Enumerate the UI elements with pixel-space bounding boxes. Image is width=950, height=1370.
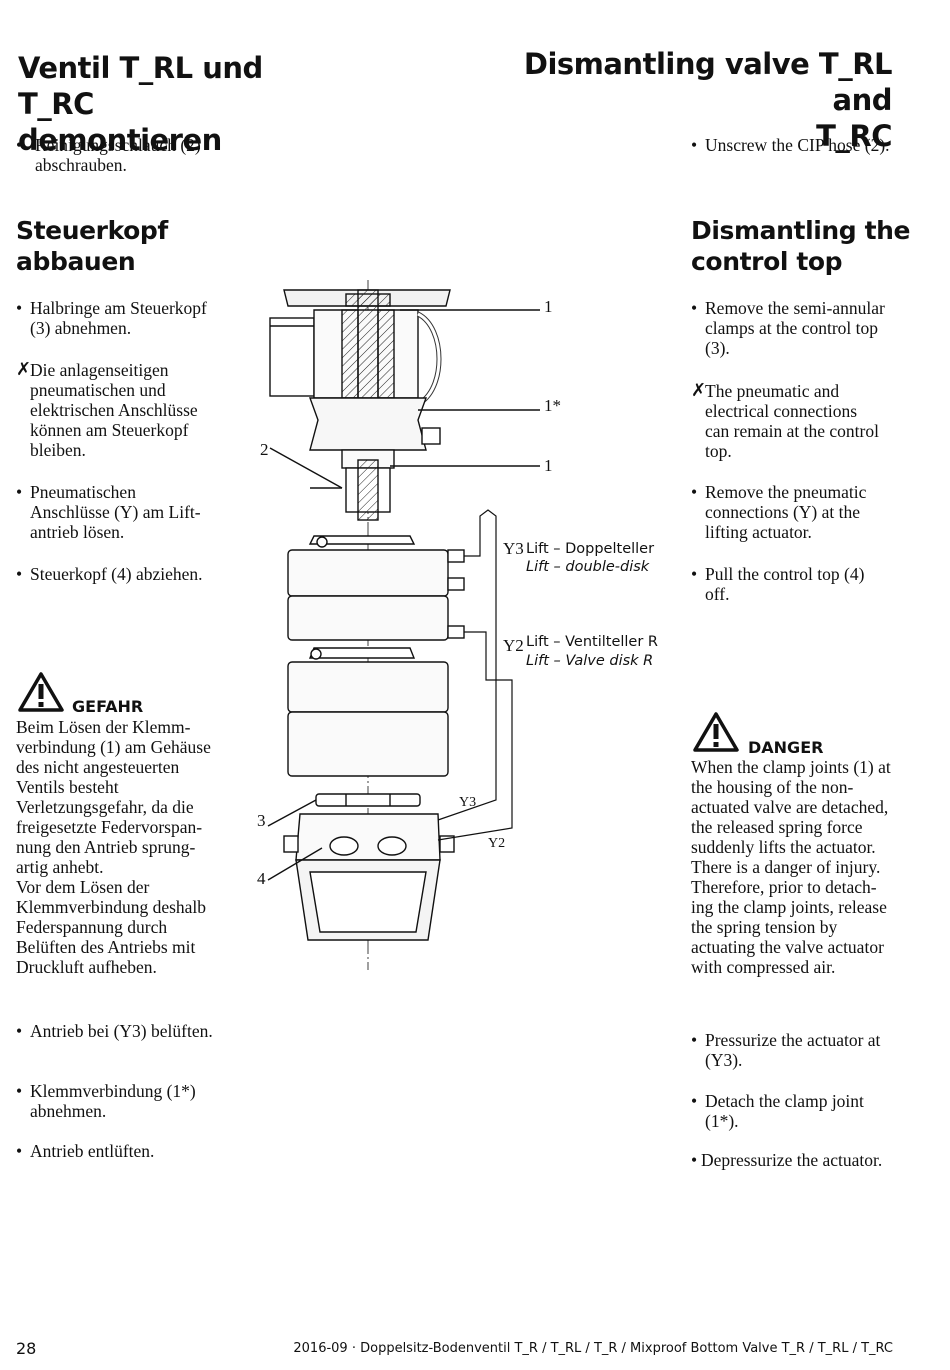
english-after-text: Depressurize the actuator.	[701, 1150, 883, 1170]
label-y3-small: Y3	[459, 795, 477, 810]
english-step-cip-hose: • Unscrew the CIP hose (2).	[691, 135, 891, 155]
english-note-connections: ✗ The pneumatic and electrical connectio…	[691, 380, 881, 462]
german-after-text: Antrieb entlüften.	[30, 1141, 155, 1161]
english-section-line2: control top	[691, 247, 843, 276]
caption-y3-english: Lift – double-disk	[526, 559, 649, 575]
caption-y2-german: Lift – Ventilteller R	[526, 634, 658, 650]
english-section-line1: Dismantling the	[691, 216, 911, 245]
english-danger-text: When the clamp joints (1) at the housing…	[691, 757, 891, 977]
english-item-pneumatic: • Remove the pneumatic connections (Y) a…	[691, 482, 891, 542]
english-after-text: Pressurize the actuator at (Y3).	[705, 1030, 881, 1070]
warning-triangle-icon	[693, 712, 739, 752]
bullet: •	[691, 564, 698, 584]
german-section-line2: abbauen	[16, 247, 136, 276]
bullet: •	[16, 564, 23, 584]
german-item-text: Halbringe am Steuer­kopf (3) abnehmen.	[30, 298, 207, 338]
label-y2: Y2	[503, 636, 524, 655]
english-item-text: Remove the pneumatic connections (Y) at …	[705, 482, 867, 542]
english-item-clamps: • Remove the semi-annu­lar clamps at the…	[691, 298, 891, 358]
bullet: •	[16, 482, 23, 502]
label-4: 4	[257, 869, 266, 888]
caption-y3-english-text: Lift – double-disk	[526, 559, 650, 575]
label-1-top: 1	[544, 297, 553, 316]
german-item-pneumatic: • Pneumatischen Anschlüsse (Y) am Lift­a…	[16, 482, 216, 542]
bullet: •	[16, 298, 23, 318]
caption-y3-german: Lift – Doppelteller	[526, 541, 655, 557]
german-item-half-rings: • Halbringe am Steuer­kopf (3) abnehmen.	[16, 298, 214, 338]
label-2: 2	[260, 440, 269, 459]
english-step-text: Unscrew the CIP hose (2).	[705, 135, 890, 155]
bullet: •	[16, 1021, 23, 1041]
german-after-text: Klemmverbindung (1*) abnehmen.	[30, 1081, 196, 1121]
bullet: •	[691, 1030, 698, 1050]
bullet: •	[16, 1141, 23, 1161]
bullet: •	[691, 1150, 698, 1170]
english-after-pressurize: • Pressurize the actuator at (Y3).	[691, 1030, 891, 1070]
german-note-text: Die anlagenseitigen pneumatischen und el…	[30, 360, 198, 460]
caption-y2-english-text: Lift – Valve disk R	[526, 653, 654, 669]
footer-document-title: 2016-09 · Doppelsitz-Bodenventil T_R / T…	[293, 1341, 893, 1356]
label-3: 3	[257, 811, 266, 830]
german-section-line1: Steuerkopf	[16, 216, 168, 245]
english-after-depressurize: • Depressurize the actuator.	[691, 1150, 891, 1170]
english-note-text: The pneumatic and electrical connections…	[705, 381, 879, 461]
german-step-cip-hose: • Reinigungsschlauch (2) abschrauben.	[16, 135, 226, 175]
english-item-text: Remove the semi-annu­lar clamps at the c…	[705, 298, 885, 358]
german-danger-text: Beim Lösen der Klemm­verbindung (1) am G…	[16, 717, 211, 977]
english-item-pull-off: • Pull the control top (4) off.	[691, 564, 891, 604]
german-item-text: Steuerkopf (4) abziehen.	[30, 564, 203, 584]
bullet: •	[16, 1081, 23, 1101]
bullet: •	[691, 1091, 698, 1111]
german-danger-title: GEFAHR	[72, 697, 144, 716]
bullet: •	[691, 482, 698, 502]
german-item-pull-off: • Steuerkopf (4) abziehen.	[16, 564, 226, 584]
german-title-line1: Ventil T_RL und T_RC	[18, 51, 263, 121]
page-number: 28	[16, 1339, 37, 1358]
valve-drawing	[267, 280, 540, 970]
german-after-clamp: • Klemmverbindung (1*) abnehmen.	[16, 1081, 216, 1121]
german-note-connections: ✗ Die anlagenseitigen pneumatischen und …	[16, 359, 216, 461]
bullet: •	[16, 135, 23, 155]
bullet: •	[691, 135, 698, 155]
english-item-text: Pull the control top (4) off.	[705, 564, 865, 604]
label-1-star: 1*	[544, 396, 561, 415]
english-title-line2: T_RC	[816, 119, 892, 153]
x-mark-icon: ✗	[16, 359, 32, 380]
x-mark-icon: ✗	[691, 380, 707, 401]
german-item-text: Pneumatischen Anschlüsse (Y) am Lift­ant…	[30, 482, 201, 542]
german-after-depressurize: • Antrieb entlüften.	[16, 1141, 216, 1161]
english-after-text: Detach the clamp joint (1*).	[705, 1091, 864, 1131]
german-after-text: Antrieb bei (Y3) belüf­ten.	[30, 1021, 213, 1041]
english-title-line1: Dismantling valve T_RL and	[523, 47, 893, 117]
german-after-pressurize: • Antrieb bei (Y3) belüf­ten.	[16, 1021, 216, 1041]
bullet: •	[691, 298, 698, 318]
warning-triangle-icon	[18, 672, 64, 712]
english-danger-title: DANGER	[748, 738, 824, 757]
caption-y2-english: Lift – Valve disk R	[526, 653, 653, 669]
label-1-bottom: 1	[544, 456, 553, 475]
english-after-clamp: • Detach the clamp joint (1*).	[691, 1091, 891, 1131]
german-step-text: Reinigungsschlauch (2) abschrauben.	[35, 135, 201, 175]
german-title-line2: demontieren	[18, 123, 222, 157]
label-y3: Y3	[503, 539, 524, 558]
label-y2-small: Y2	[488, 836, 506, 851]
